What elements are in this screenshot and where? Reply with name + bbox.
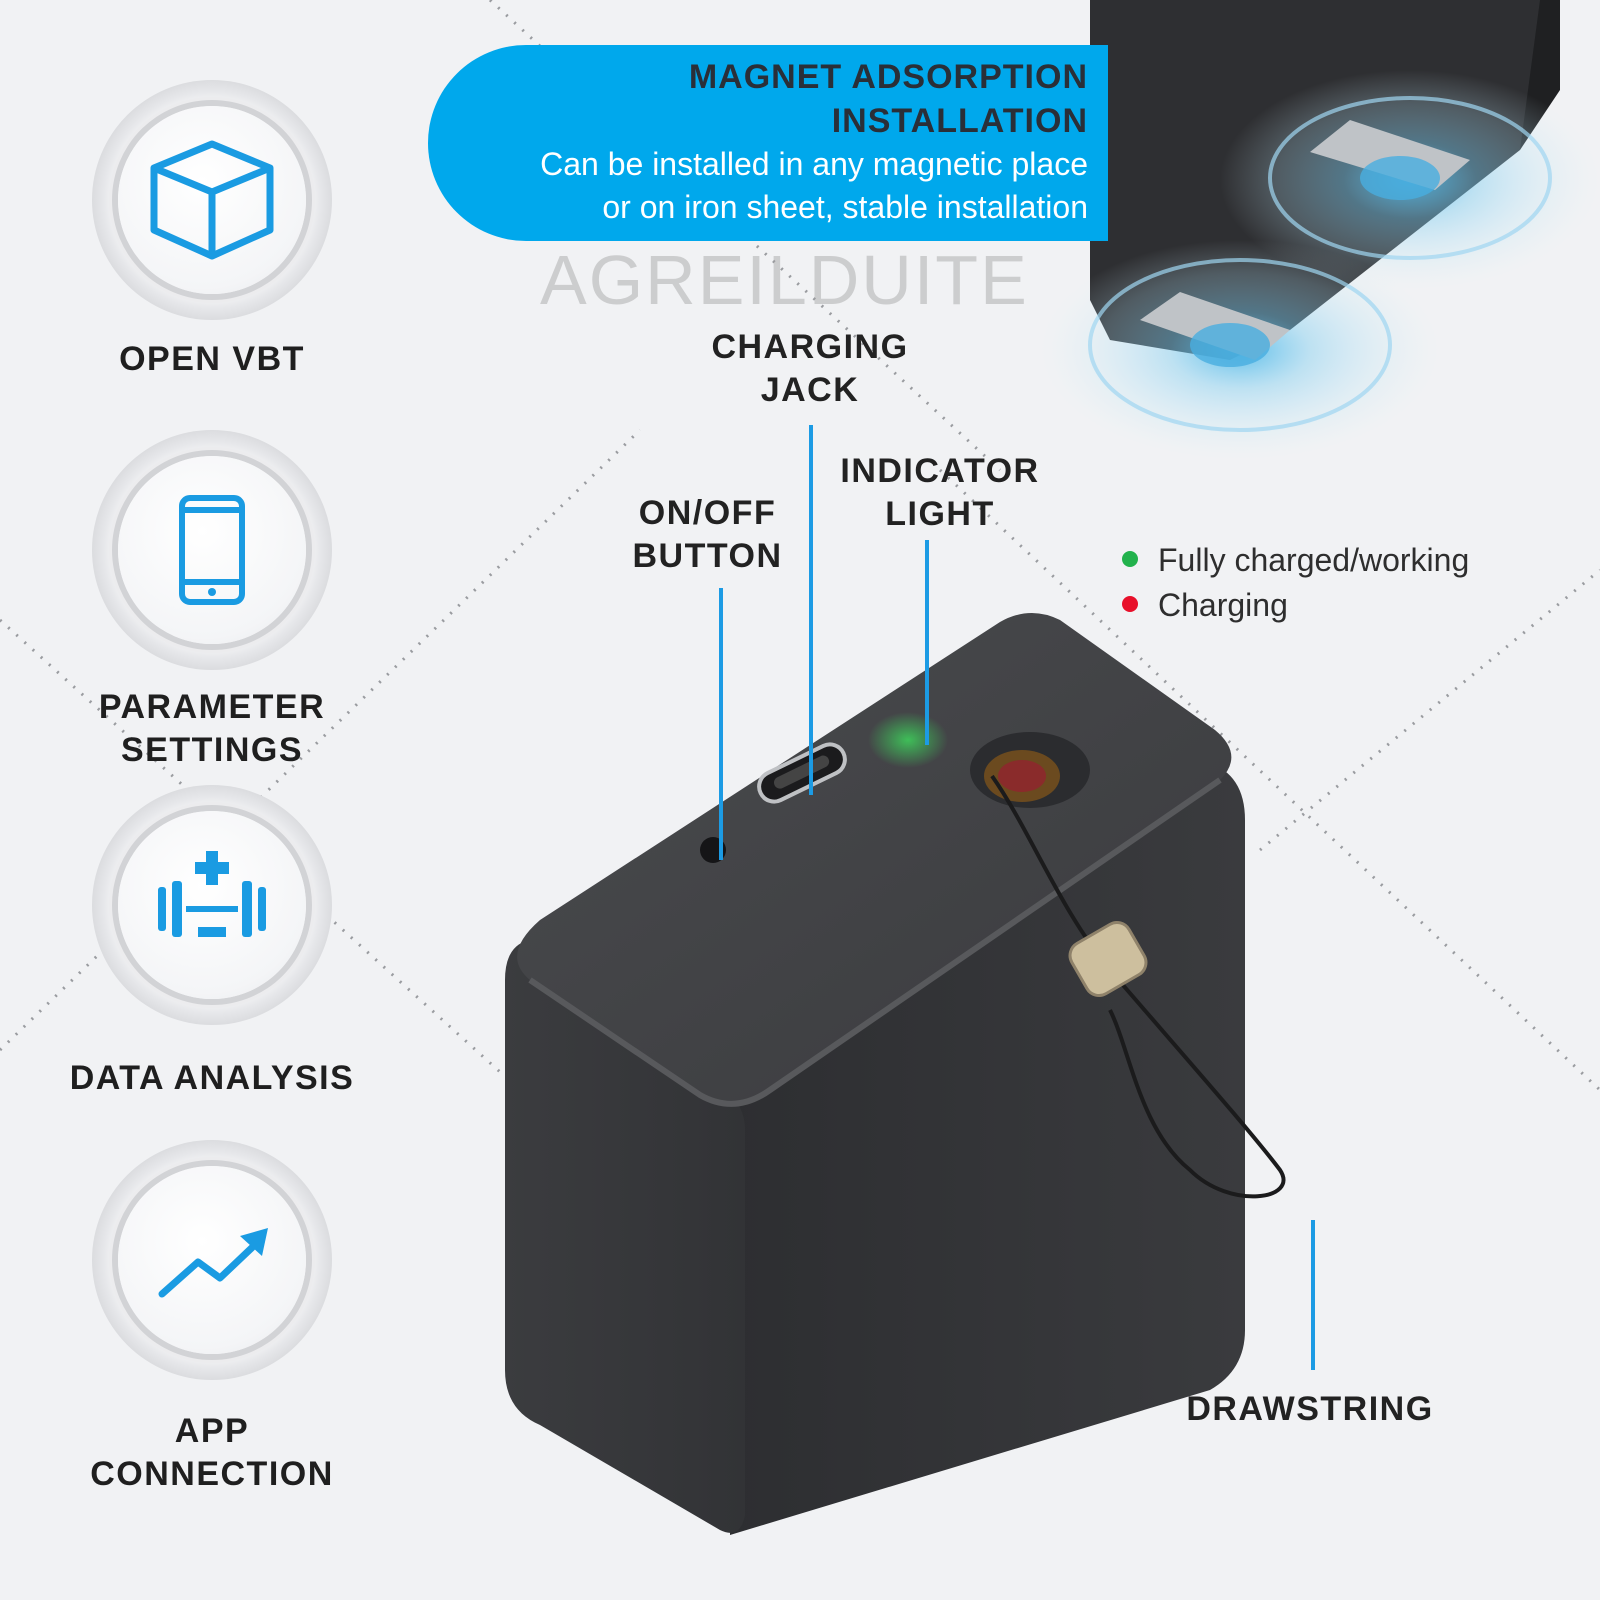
vbt-device-image (505, 612, 1286, 1535)
callout-onoff-button: ON/OFF BUTTON (632, 494, 783, 575)
feature-label-data-analysis: DATA ANALYSIS (69, 1059, 355, 1097)
watermark-top: AGREILDUITE (540, 241, 1029, 319)
smartphone-icon (179, 495, 245, 605)
cube-icon (150, 140, 274, 260)
feature-data-analysis (92, 785, 332, 1025)
legend-fully-charged: Fully charged/working (1158, 542, 1470, 578)
feature-label-app-connection: APP CONNECTION (90, 1412, 334, 1493)
feature-open-vbt (92, 80, 332, 320)
callout-charging-jack: CHARGING JACK (711, 328, 909, 409)
callout-drawstring: DRAWSTRING (1186, 1390, 1434, 1428)
leader-charging-jack (809, 425, 813, 795)
feature-label-parameter-settings: PARAMETER SETTINGS (98, 688, 326, 769)
leader-indicator-light (925, 540, 929, 745)
legend-dot-red (1122, 596, 1138, 612)
trend-arrow-icon (158, 1228, 268, 1298)
feature-parameter-settings (92, 430, 332, 670)
callout-indicator-light: INDICATOR LIGHT (840, 452, 1040, 533)
legend-charging: Charging (1158, 587, 1288, 623)
magnet-installation-banner: MAGNET ADSORPTION INSTALLATION Can be in… (428, 45, 1108, 241)
banner-description: Can be installed in any magnetic place o… (540, 146, 1088, 225)
feature-app-connection (92, 1140, 332, 1380)
barbell-icon (158, 851, 266, 937)
legend-dot-green (1122, 551, 1138, 567)
feature-label-open-vbt: OPEN VBT (119, 340, 305, 378)
leader-drawstring (1311, 1220, 1315, 1370)
magnet-closeup-image (1040, 0, 1600, 460)
leader-onoff-button (719, 588, 723, 860)
banner-title: MAGNET ADSORPTION INSTALLATION (688, 58, 1088, 140)
